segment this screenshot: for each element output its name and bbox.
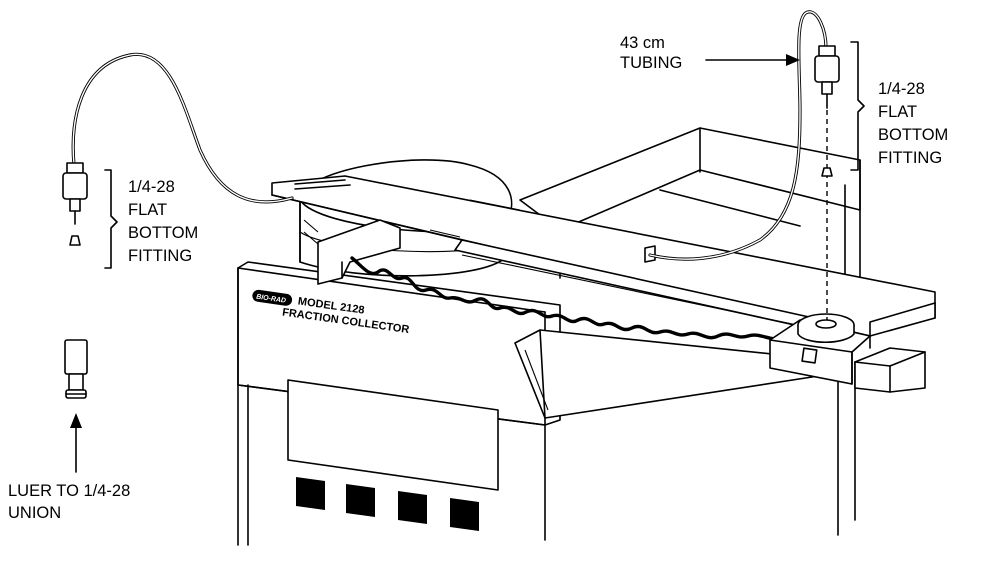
tubing-label: 43 cm TUBING — [620, 34, 682, 72]
tubing-length-text: 43 cm — [620, 34, 665, 52]
tubing-text: TUBING — [620, 54, 682, 72]
right-fitting-bracket — [850, 41, 865, 171]
keypad-button-4 — [450, 498, 479, 531]
left-fitting-label: 1/4-28 FLAT BOTTOM FITTING — [128, 178, 198, 265]
luer-union — [64, 339, 88, 399]
brand-text: BIO-RAD — [256, 294, 287, 305]
right-fitting-line-2: FLAT — [878, 103, 917, 121]
left-fitting-line-2: FLAT — [128, 201, 167, 219]
left-fitting-line-3: BOTTOM — [128, 224, 198, 242]
drive-cable — [350, 256, 814, 342]
left-fitting-line-1: 1/4-28 — [128, 178, 175, 196]
drop-head-arm — [271, 175, 936, 337]
left-flat-bottom-fitting — [62, 52, 294, 246]
right-fitting-line-1: 1/4-28 — [878, 80, 925, 98]
right-flat-bottom-fitting — [814, 45, 840, 320]
bio-rad-logo — [252, 289, 293, 306]
union-line-2: UNION — [8, 504, 61, 522]
keypad-button-3 — [398, 491, 427, 524]
union-arrow — [70, 413, 82, 473]
right-fitting-line-3: BOTTOM — [878, 126, 948, 144]
display-window — [287, 379, 499, 491]
left-fitting-line-4: FITTING — [128, 247, 192, 265]
keypad-button-1 — [296, 477, 325, 510]
union-line-1: LUER TO 1/4-28 — [8, 482, 130, 500]
tubing-line — [648, 10, 828, 261]
left-ferrule — [69, 235, 81, 246]
instrument-body — [237, 261, 561, 546]
drop-sensor-window — [801, 347, 818, 364]
right-ferrule — [821, 167, 833, 177]
right-fitting-label: 1/4-28 FLAT BOTTOM FITTING — [878, 80, 948, 167]
drop-head-housing — [769, 313, 926, 393]
left-fitting-bracket — [104, 169, 118, 269]
union-label: LUER TO 1/4-28 UNION — [8, 482, 130, 522]
keypad-button-2 — [346, 484, 375, 517]
right-fitting-line-4: FITTING — [878, 149, 942, 167]
tubing-arrow — [705, 54, 800, 66]
